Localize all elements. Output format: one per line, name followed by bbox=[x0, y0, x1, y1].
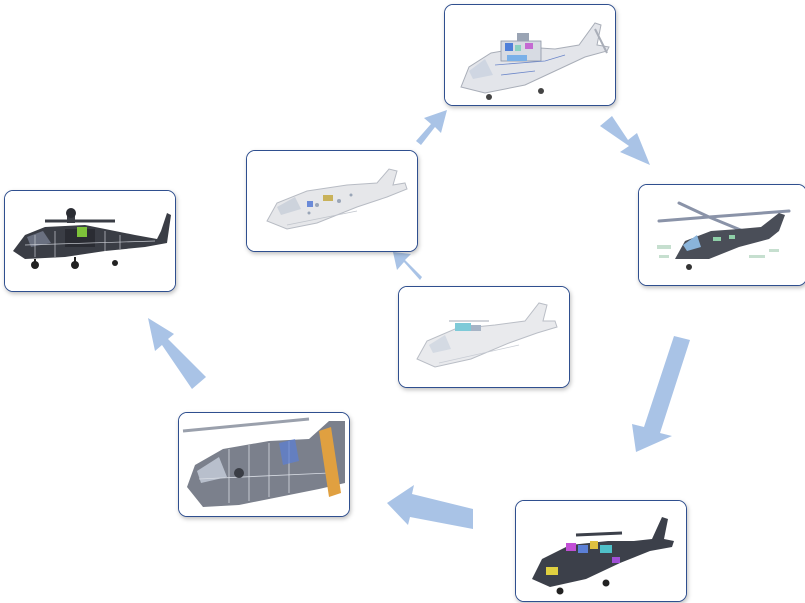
stage-card-concept bbox=[398, 286, 570, 388]
helicopter-detailed-icon bbox=[445, 5, 615, 105]
helicopter-rotor-systems-icon bbox=[639, 185, 805, 285]
arrow-top-to-right bbox=[600, 116, 650, 165]
stage-card-preliminary bbox=[246, 150, 418, 252]
arrow-cutaway-to-final bbox=[148, 318, 206, 389]
helicopter-concept-icon bbox=[399, 287, 569, 387]
stage-card-detailed bbox=[444, 4, 616, 106]
helicopter-cutaway-icon bbox=[179, 413, 349, 516]
helicopter-full-systems-icon bbox=[516, 501, 686, 601]
stage-card-cutaway bbox=[178, 412, 350, 517]
helicopter-preliminary-icon bbox=[247, 151, 417, 251]
stage-card-full-systems bbox=[515, 500, 687, 602]
arrow-upper-to-top bbox=[416, 110, 447, 145]
helicopter-final-icon bbox=[5, 191, 175, 291]
stage-card-rotor-systems bbox=[638, 184, 805, 286]
stage-card-final bbox=[4, 190, 176, 292]
arrow-center-to-upper bbox=[393, 252, 422, 280]
arrow-bottom-to-cutaway bbox=[387, 485, 473, 529]
arrow-right-to-bottom bbox=[632, 336, 690, 452]
